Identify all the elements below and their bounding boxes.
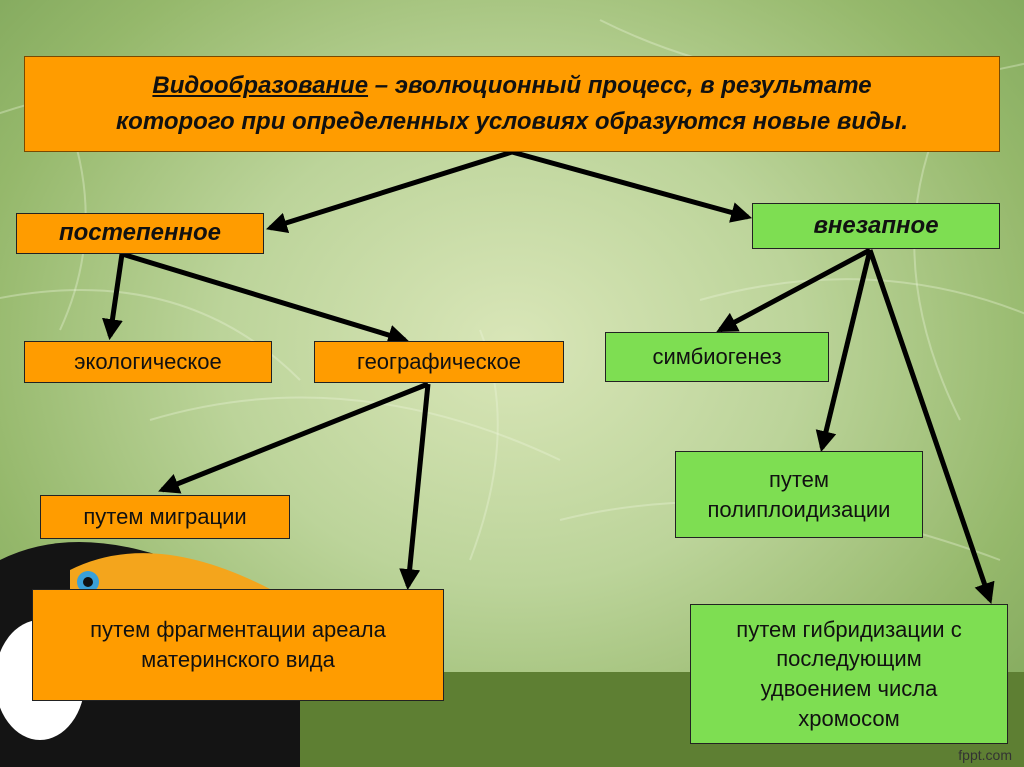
gradual-node: постепенное <box>16 213 264 254</box>
geographical-node: географическое <box>314 341 564 383</box>
hybridization-line-4: хромосом <box>798 705 900 731</box>
sudden-node: внезапное <box>752 203 1000 249</box>
definition-line-2: которого при определенных условиях образ… <box>116 108 908 135</box>
migration-node: путем миграции <box>40 495 290 539</box>
polyploidization-line-1: путем <box>768 466 830 492</box>
watermark-text: fppt.com <box>958 747 1012 763</box>
symbiogenesis-node: симбиогенез <box>605 332 829 382</box>
hybridization-line-2: последующим <box>776 646 922 672</box>
definition-box: Видообразование – эволюционный процесс, … <box>24 56 1000 152</box>
definition-term: Видообразование <box>152 72 369 99</box>
hybridization-node: путем гибридизации с последующим удвоени… <box>690 604 1008 744</box>
fragmentation-line-2: материнского вида <box>141 647 335 672</box>
polyploidization-line-2: полиплоидизации <box>707 496 891 522</box>
hybridization-line-1: путем гибридизации с <box>736 616 962 642</box>
definition-line-1-rest: – эволюционный процесс, в результате <box>368 72 872 99</box>
fragmentation-line-1: путем фрагментации ареала <box>90 617 386 643</box>
fragmentation-node: путем фрагментации ареала материнского в… <box>32 589 444 701</box>
hybridization-line-3: удвоением числа <box>760 676 938 701</box>
definition-line-1: Видообразование – эволюционный процесс, … <box>116 68 908 104</box>
ecological-node: экологическое <box>24 341 272 383</box>
polyploidization-node: путем полиплоидизации <box>675 451 923 538</box>
